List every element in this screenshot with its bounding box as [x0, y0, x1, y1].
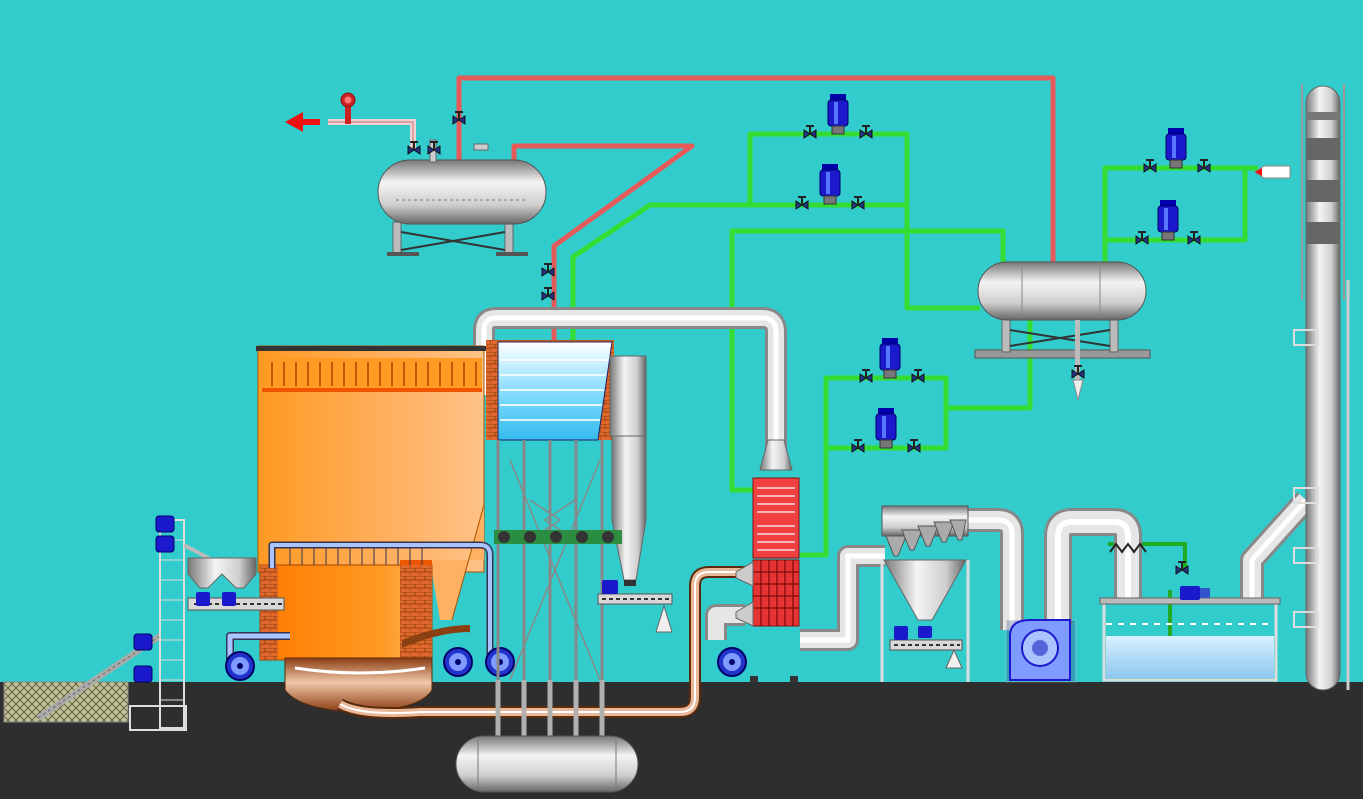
pump-icon: [827, 93, 849, 135]
pump-icon: [155, 535, 175, 553]
fan-icon: [717, 647, 747, 677]
pump-icon: [133, 665, 153, 683]
drain-legs: [495, 680, 605, 745]
pump-icon: [1165, 127, 1187, 169]
water-pipes: [570, 131, 1258, 558]
chimney-stack: [1293, 84, 1350, 691]
arrow-left-icon: [1254, 165, 1291, 179]
id-fan: [1005, 619, 1077, 683]
economizer: [735, 439, 800, 682]
pump-icon: [1157, 199, 1179, 241]
steam-outlet: [285, 92, 416, 150]
steam-pipes: [456, 75, 1056, 345]
steam-drum: [377, 110, 547, 256]
pump-group-3: [1135, 127, 1211, 245]
arrow-left-icon: [285, 112, 320, 132]
boiler-furnace: [256, 345, 486, 661]
coal-hopper: [187, 557, 285, 611]
ash-conveyor: [597, 580, 673, 633]
fan-icon: [485, 647, 515, 677]
pump-icon: [155, 515, 175, 533]
pump-icon: [133, 633, 153, 651]
pump-icon: [1180, 586, 1200, 600]
cyclone-separator: [611, 435, 647, 586]
steam-riser-line: [511, 143, 695, 345]
superheater-coil: [486, 340, 647, 441]
pump-icon: [875, 407, 897, 449]
furnace-bottom: [284, 657, 433, 713]
pump-group-2: [851, 337, 925, 453]
pump-icon: [819, 163, 841, 205]
steam-main-line: [456, 75, 1056, 262]
pump-group-1: [795, 93, 873, 210]
deaerator-tank: [974, 261, 1151, 401]
fan-icon: [225, 651, 255, 681]
air-manifold: [226, 541, 494, 660]
pump-icon: [879, 337, 901, 379]
loop-seal-frame: [496, 440, 604, 681]
loop-seal-valves: [494, 530, 622, 544]
fan-icon: [443, 647, 473, 677]
flue-ducts: [473, 307, 1315, 651]
coal-bucket-elevator: [129, 515, 213, 731]
slag-tank: [455, 735, 639, 793]
ground: [0, 682, 1363, 799]
desulfurization-tower: [1099, 542, 1281, 682]
bag-filter: [880, 505, 970, 682]
